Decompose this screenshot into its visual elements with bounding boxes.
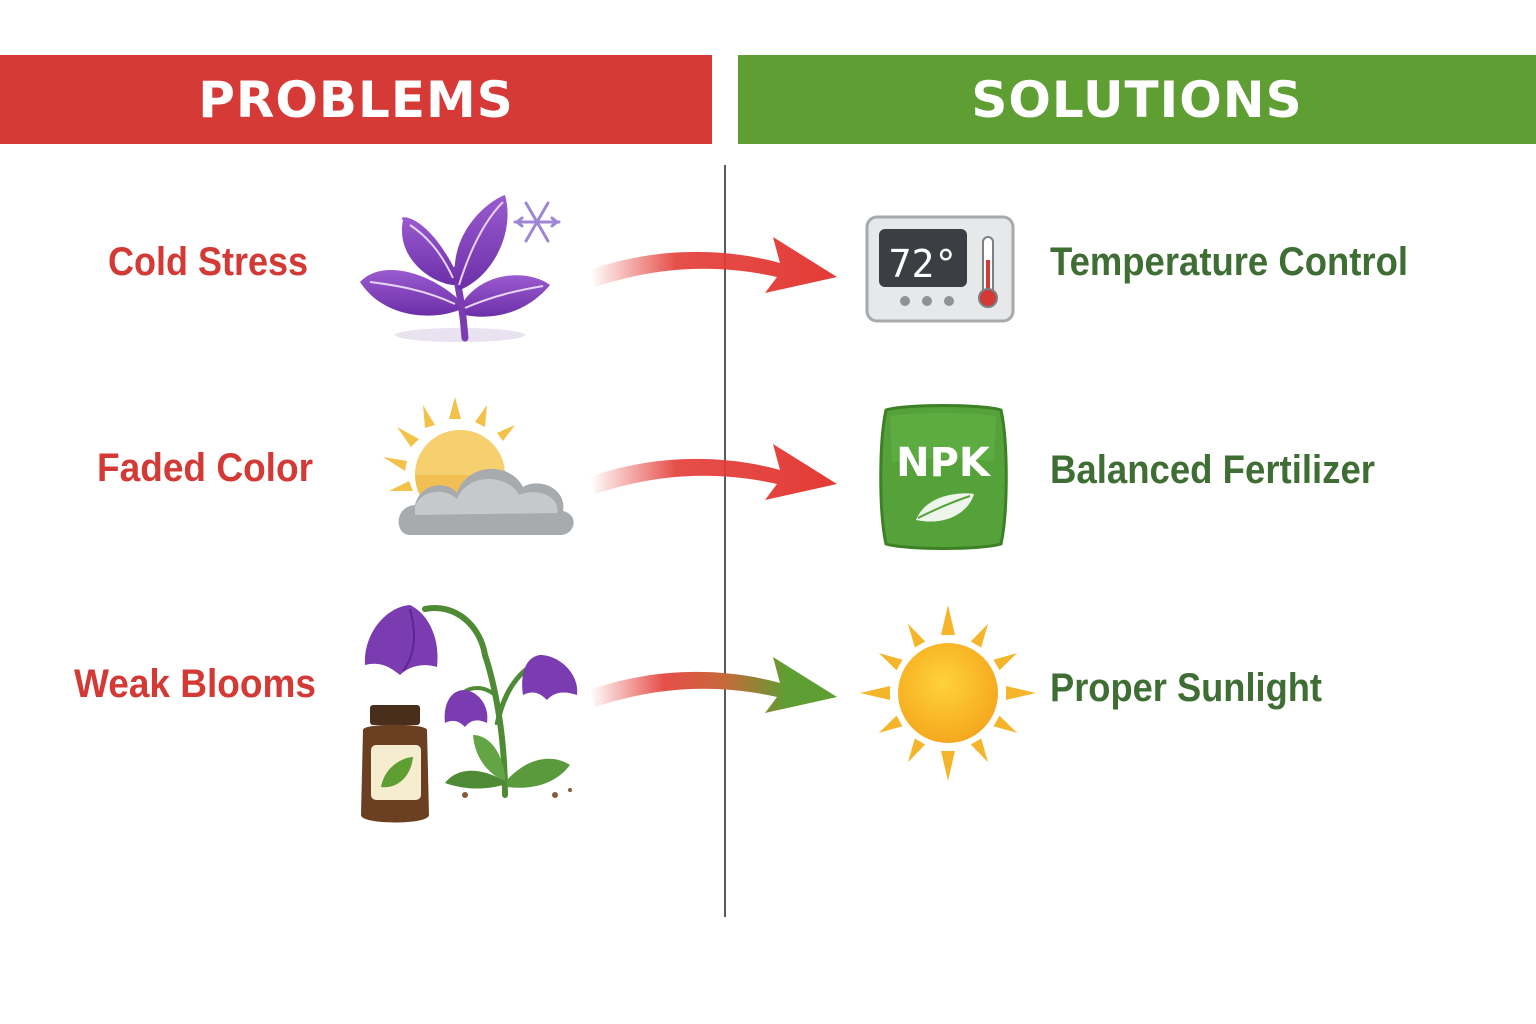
bag-npk-label: NPK: [896, 440, 992, 486]
arrow-faded-to-fertilizer: [585, 432, 845, 512]
arrow-weak-to-sunlight: [585, 645, 845, 725]
problem-label-weak-blooms: Weak Blooms: [74, 662, 316, 706]
problems-header-label: PROBLEMS: [198, 70, 514, 129]
sun-behind-cloud-icon: [375, 395, 580, 535]
solutions-header: SOLUTIONS: [738, 55, 1536, 144]
solution-label-balanced-fertilizer: Balanced Fertilizer: [1050, 448, 1375, 492]
fertilizer-bag-icon: NPK: [876, 402, 1011, 552]
solution-label-proper-sunlight: Proper Sunlight: [1050, 666, 1322, 710]
problems-header: PROBLEMS: [0, 55, 712, 144]
solution-label-temperature-control: Temperature Control: [1050, 240, 1408, 284]
problem-label-faded-color: Faded Color: [97, 446, 313, 490]
thermostat-icon: 72°: [865, 215, 1015, 323]
purple-leaves-snowflake-icon: [355, 190, 570, 345]
solutions-header-label: SOLUTIONS: [971, 70, 1303, 129]
sun-icon: [858, 603, 1038, 783]
drooping-flower-bottle-icon: [355, 595, 590, 830]
arrow-cold-to-temperature: [585, 225, 845, 305]
thermostat-reading: 72°: [889, 242, 958, 286]
problem-label-cold-stress: Cold Stress: [108, 240, 308, 284]
center-divider: [724, 165, 726, 917]
